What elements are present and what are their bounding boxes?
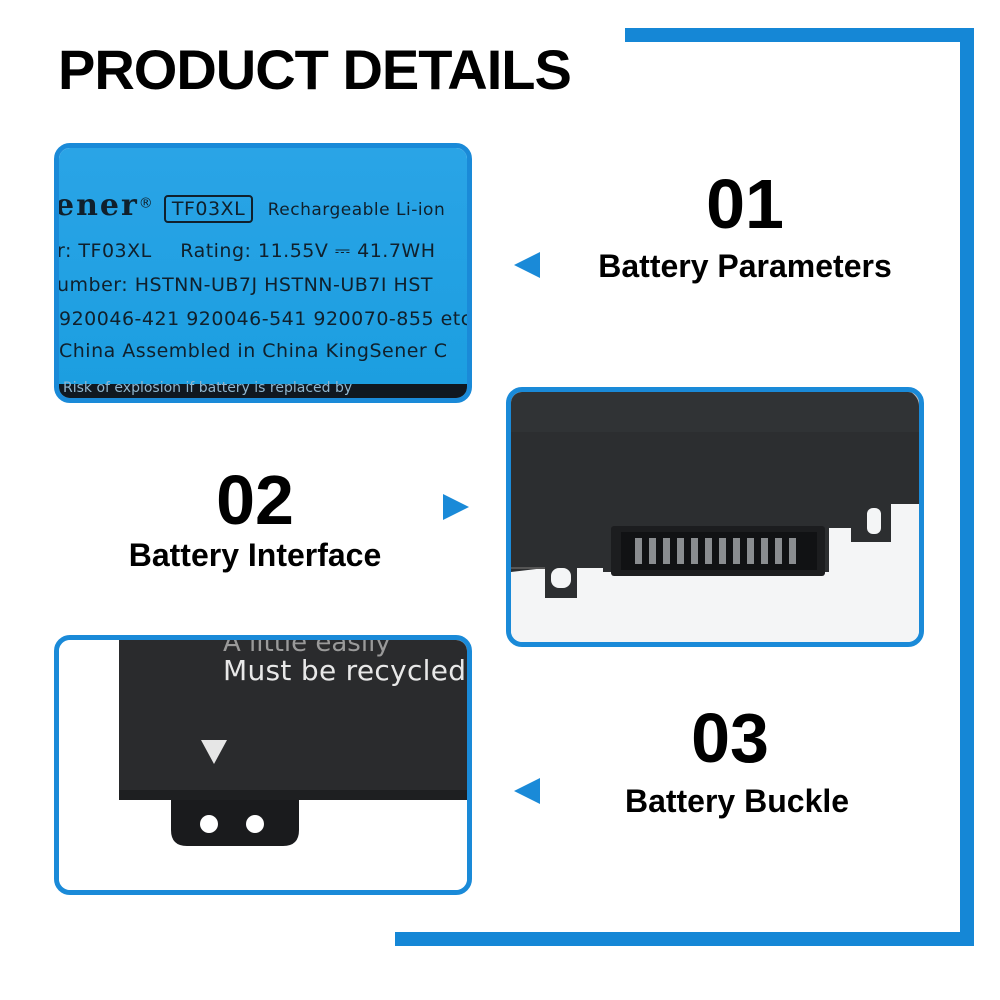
triangle-left-icon <box>514 778 540 804</box>
feature-number-01: 01 <box>706 165 784 243</box>
label-model-box: TF03XL <box>163 195 254 223</box>
feature-number-03: 03 <box>691 699 769 777</box>
accent-bar-bottom <box>395 932 974 946</box>
triangle-left-icon <box>514 252 540 278</box>
label-model-line: r: TF03XL Rating: 11.55V ⎓ 41.7WH <box>57 240 436 262</box>
triangle-right-icon <box>443 494 469 520</box>
label-origin: China Assembled in China KingSener C <box>59 340 448 362</box>
feature-label-battery-interface: Battery Interface <box>128 537 382 573</box>
back-text-partial: A little easily <box>223 635 391 658</box>
label-part-numbers: umber: HSTNN-UB7J HSTNN-UB7I HST <box>57 274 433 296</box>
feature-number-02: 02 <box>216 461 294 539</box>
page-title: PRODUCT DETAILS <box>58 38 572 101</box>
label-model: r: TF03XL <box>57 240 152 262</box>
feature-label-battery-buckle: Battery Buckle <box>624 783 850 819</box>
back-text-recycled: Must be recycled <box>223 654 467 687</box>
label-brand-line: ener® TF03XL Rechargeable Li-ion <box>55 188 446 223</box>
battery-buckle-card: A little easily Must be recycled <box>54 635 472 895</box>
label-part-numbers-2: 920046-421 920046-541 920070-855 etc. <box>59 308 472 330</box>
label-chemistry: Rechargeable Li-ion <box>267 200 446 220</box>
battery-label-photo <box>59 148 467 398</box>
battery-parameters-card: ener® TF03XL Rechargeable Li-ion r: TF03… <box>54 143 472 403</box>
accent-bar-right <box>960 28 974 946</box>
label-brand: ener <box>55 188 139 223</box>
feature-label-battery-parameters: Battery Parameters <box>598 248 892 284</box>
label-bottom-strip <box>59 384 467 398</box>
label-rating: Rating: 11.55V ⎓ 41.7WH <box>180 240 436 262</box>
accent-bar-top <box>625 28 970 42</box>
label-registered-mark: ® <box>138 195 154 212</box>
battery-connector-illustration <box>511 392 919 598</box>
label-warning: Risk of explosion if battery is replaced… <box>63 380 353 396</box>
battery-buckle-illustration <box>119 640 467 846</box>
battery-interface-card <box>506 387 924 647</box>
down-triangle-icon <box>201 740 227 764</box>
